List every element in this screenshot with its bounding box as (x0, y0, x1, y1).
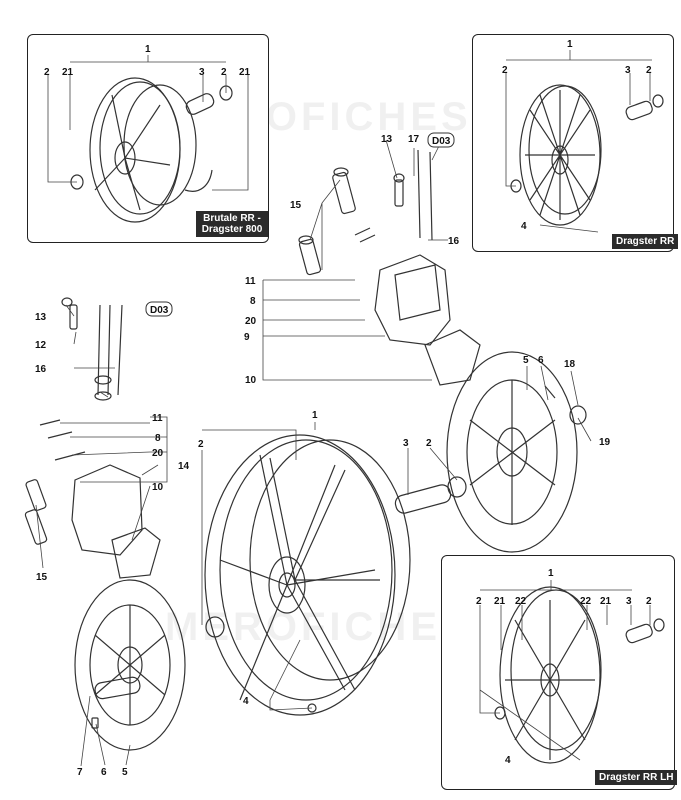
callout-br-2b: 2 (646, 596, 652, 607)
callout-l-10: 10 (152, 482, 164, 493)
callout-l-15: 15 (36, 572, 48, 583)
tr-wheel (510, 84, 664, 226)
callout-br-22b: 22 (580, 596, 592, 607)
disc-right (446, 351, 587, 553)
inset-brutale (27, 34, 269, 243)
tl-wheel (70, 77, 233, 223)
callout-tl-1: 1 (145, 44, 151, 55)
inset-label-brutale-line1: Brutale RR - (203, 213, 261, 224)
inset-dragster-rr (472, 34, 674, 252)
left-caliper (24, 297, 161, 579)
callout-tr-4: 4 (521, 221, 527, 232)
callout-br-4: 4 (505, 755, 511, 766)
callout-c-d03: D03 (432, 136, 451, 147)
callout-m-2a: 2 (198, 439, 204, 450)
callout-c-11: 11 (245, 276, 256, 287)
callout-l-11: 11 (152, 413, 163, 424)
callout-tr-1: 1 (567, 39, 573, 50)
callout-m-1: 1 (312, 410, 318, 421)
callout-b-6: 6 (101, 767, 107, 778)
inset-label-brutale-line2: Dragster 800 (201, 224, 263, 235)
callout-br-3: 3 (626, 596, 632, 607)
callout-m-5: 5 (523, 355, 529, 366)
callout-l-14: 14 (178, 461, 190, 472)
callout-c-17: 17 (408, 134, 420, 145)
callout-tr-2b: 2 (646, 65, 652, 76)
callout-tl-21a: 21 (62, 67, 74, 78)
disc-left (74, 579, 186, 751)
callout-b-7: 7 (77, 767, 83, 778)
callout-l-12: 12 (35, 340, 47, 351)
callout-tl-3: 3 (199, 67, 205, 78)
callout-l-13: 13 (35, 312, 47, 323)
leader-lines (35, 50, 652, 767)
callout-c-9: 9 (244, 332, 250, 343)
callout-br-22a: 22 (515, 596, 527, 607)
callout-tr-3: 3 (625, 65, 631, 76)
callout-tr-2a: 2 (502, 65, 508, 76)
main-wheel (204, 434, 467, 716)
callout-m-19: 19 (599, 437, 611, 448)
callout-br-2a: 2 (476, 596, 482, 607)
callout-c-16: 16 (448, 236, 460, 247)
callout-br-1: 1 (548, 568, 554, 579)
inset-label-dragster-rr-lh: Dragster RR LH (595, 770, 678, 785)
callout-br-21b: 21 (600, 596, 612, 607)
callout-c-8: 8 (250, 296, 256, 307)
callout-c-15: 15 (290, 200, 302, 211)
callout-l-16: 16 (35, 364, 47, 375)
center-caliper (298, 149, 481, 386)
callout-b-5: 5 (122, 767, 128, 778)
callout-c-d03-box: D03 (427, 132, 455, 148)
callout-m-3: 3 (403, 438, 409, 449)
callout-l-d03-box: D03 (145, 301, 173, 317)
inset-label-brutale: Brutale RR - Dragster 800 (196, 211, 268, 237)
callout-labels: 1 2 21 3 2 21 1 2 3 2 4 13 17 D03 15 16 … (35, 39, 652, 778)
callout-tl-2b: 2 (221, 67, 227, 78)
br-wheel (494, 586, 665, 764)
callout-m-4: 4 (243, 696, 249, 707)
callout-m-6: 6 (538, 355, 544, 366)
callout-l-8: 8 (155, 433, 161, 444)
inset-label-dragster-rr: Dragster RR (612, 234, 679, 249)
callout-l-d03: D03 (150, 305, 169, 316)
callout-c-10: 10 (245, 375, 257, 386)
callout-m-18: 18 (564, 359, 576, 370)
callout-m-2b: 2 (426, 438, 432, 449)
callout-l-20: 20 (152, 448, 164, 459)
callout-c-13: 13 (381, 134, 393, 145)
callout-tl-21b: 21 (239, 67, 251, 78)
callout-tl-2a: 2 (44, 67, 50, 78)
callout-c-20: 20 (245, 316, 257, 327)
callout-br-21a: 21 (494, 596, 506, 607)
